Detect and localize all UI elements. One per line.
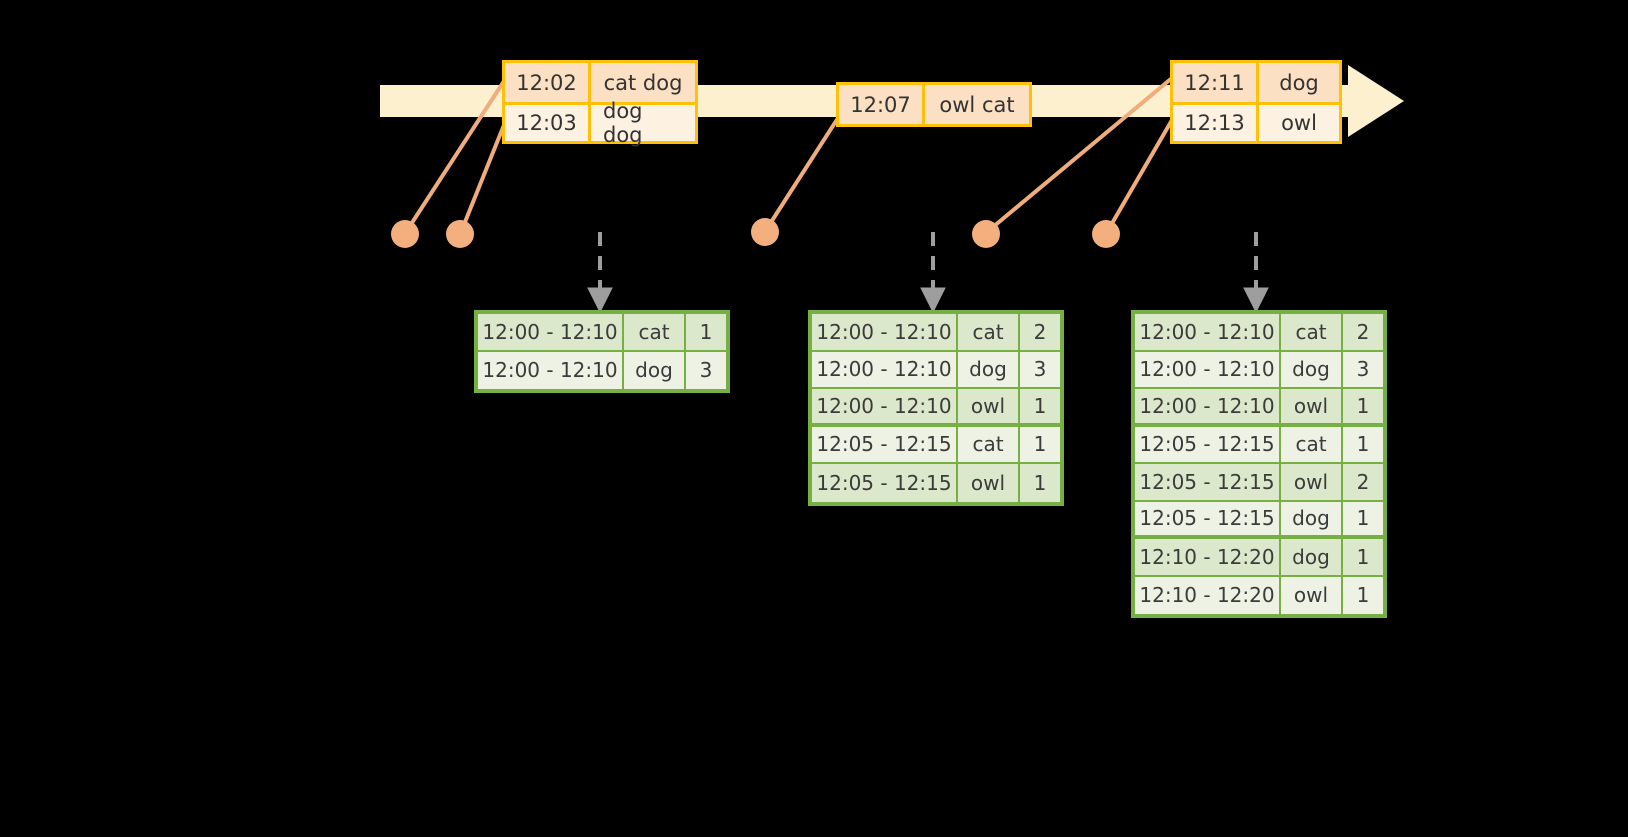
- window-cell: 12:00 - 12:10: [1135, 351, 1281, 389]
- key-cell: owl: [1281, 464, 1343, 502]
- key-cell: owl: [1281, 576, 1343, 614]
- count-cell: 1: [1343, 576, 1383, 614]
- count-cell: 2: [1343, 464, 1383, 502]
- emit-arrow-2: [920, 232, 946, 314]
- key-cell: cat: [624, 314, 686, 352]
- count-cell: 1: [1343, 426, 1383, 464]
- count-cell: 2: [1343, 314, 1383, 352]
- event-time: 12:07: [839, 85, 925, 124]
- event-row[interactable]: 12:02 cat dog: [505, 63, 695, 102]
- key-cell: dog: [1281, 501, 1343, 539]
- connector-dot-4: [972, 220, 1000, 248]
- connector-line-2: [459, 118, 508, 234]
- window-cell: 12:05 - 12:15: [812, 426, 958, 464]
- window-cell: 12:00 - 12:10: [1135, 314, 1281, 352]
- window-cell: 12:05 - 12:15: [1135, 501, 1281, 539]
- key-cell: cat: [1281, 314, 1343, 352]
- count-cell: 2: [1020, 314, 1060, 352]
- key-cell: owl: [958, 389, 1020, 427]
- emit-arrow-1: [587, 232, 613, 314]
- count-cell: 1: [686, 314, 726, 352]
- connector-dots: [391, 218, 1120, 248]
- connector-dot-1: [391, 220, 419, 248]
- event-time: 12:02: [505, 63, 591, 102]
- key-cell: owl: [958, 464, 1020, 502]
- count-cell: 1: [1343, 501, 1383, 539]
- connector-line-1: [404, 76, 508, 234]
- window-cell: 12:00 - 12:10: [1135, 389, 1281, 427]
- event-row[interactable]: 12:13 owl: [1173, 102, 1339, 141]
- count-cell: 1: [1343, 389, 1383, 427]
- event-box-1[interactable]: 12:02 cat dog 12:03 dog dog: [502, 60, 698, 147]
- window-cell: 12:10 - 12:20: [1135, 539, 1281, 577]
- event-time: 12:13: [1173, 105, 1259, 141]
- event-row[interactable]: 12:07 owl cat: [839, 85, 1029, 124]
- window-cell: 12:00 - 12:10: [478, 351, 624, 389]
- window-cell: 12:00 - 12:10: [812, 389, 958, 427]
- emit-arrows: [587, 232, 1269, 314]
- key-cell: dog: [1281, 351, 1343, 389]
- count-cell: 1: [1020, 464, 1060, 502]
- connector-line-5: [1105, 118, 1174, 234]
- event-words: cat dog: [591, 63, 695, 102]
- key-cell: dog: [624, 351, 686, 389]
- connector-dot-3: [751, 218, 779, 246]
- count-cell: 3: [1020, 351, 1060, 389]
- event-time: 12:03: [505, 105, 591, 141]
- count-cell: 1: [1020, 426, 1060, 464]
- count-cell: 1: [1020, 389, 1060, 427]
- window-cell: 12:00 - 12:10: [812, 351, 958, 389]
- key-cell: cat: [1281, 426, 1343, 464]
- event-row[interactable]: 12:03 dog dog: [505, 99, 695, 147]
- count-cell: 3: [686, 351, 726, 389]
- count-cell: 3: [1343, 351, 1383, 389]
- event-words: owl cat: [925, 85, 1029, 124]
- key-cell: cat: [958, 426, 1020, 464]
- window-cell: 12:00 - 12:10: [812, 314, 958, 352]
- window-cell: 12:10 - 12:20: [1135, 576, 1281, 614]
- event-box-3[interactable]: 12:11 dog 12:13 owl: [1170, 60, 1342, 144]
- emit-arrow-3: [1243, 232, 1269, 314]
- event-time: 12:11: [1173, 63, 1259, 102]
- window-cell: 12:00 - 12:10: [478, 314, 624, 352]
- event-row[interactable]: 12:11 dog: [1173, 63, 1339, 102]
- event-box-2[interactable]: 12:07 owl cat: [836, 82, 1032, 127]
- event-words: dog: [1259, 63, 1339, 102]
- key-cell: dog: [958, 351, 1020, 389]
- count-cell: 1: [1343, 539, 1383, 577]
- connector-dot-5: [1092, 220, 1120, 248]
- key-cell: owl: [1281, 389, 1343, 427]
- connector-line-3: [764, 116, 840, 232]
- window-cell: 12:05 - 12:15: [1135, 426, 1281, 464]
- key-cell: dog: [1281, 539, 1343, 577]
- key-cell: cat: [958, 314, 1020, 352]
- window-cell: 12:05 - 12:15: [1135, 464, 1281, 502]
- connector-dot-2: [446, 220, 474, 248]
- event-words: owl: [1259, 105, 1339, 141]
- event-words: dog dog: [591, 99, 695, 147]
- window-cell: 12:05 - 12:15: [812, 464, 958, 502]
